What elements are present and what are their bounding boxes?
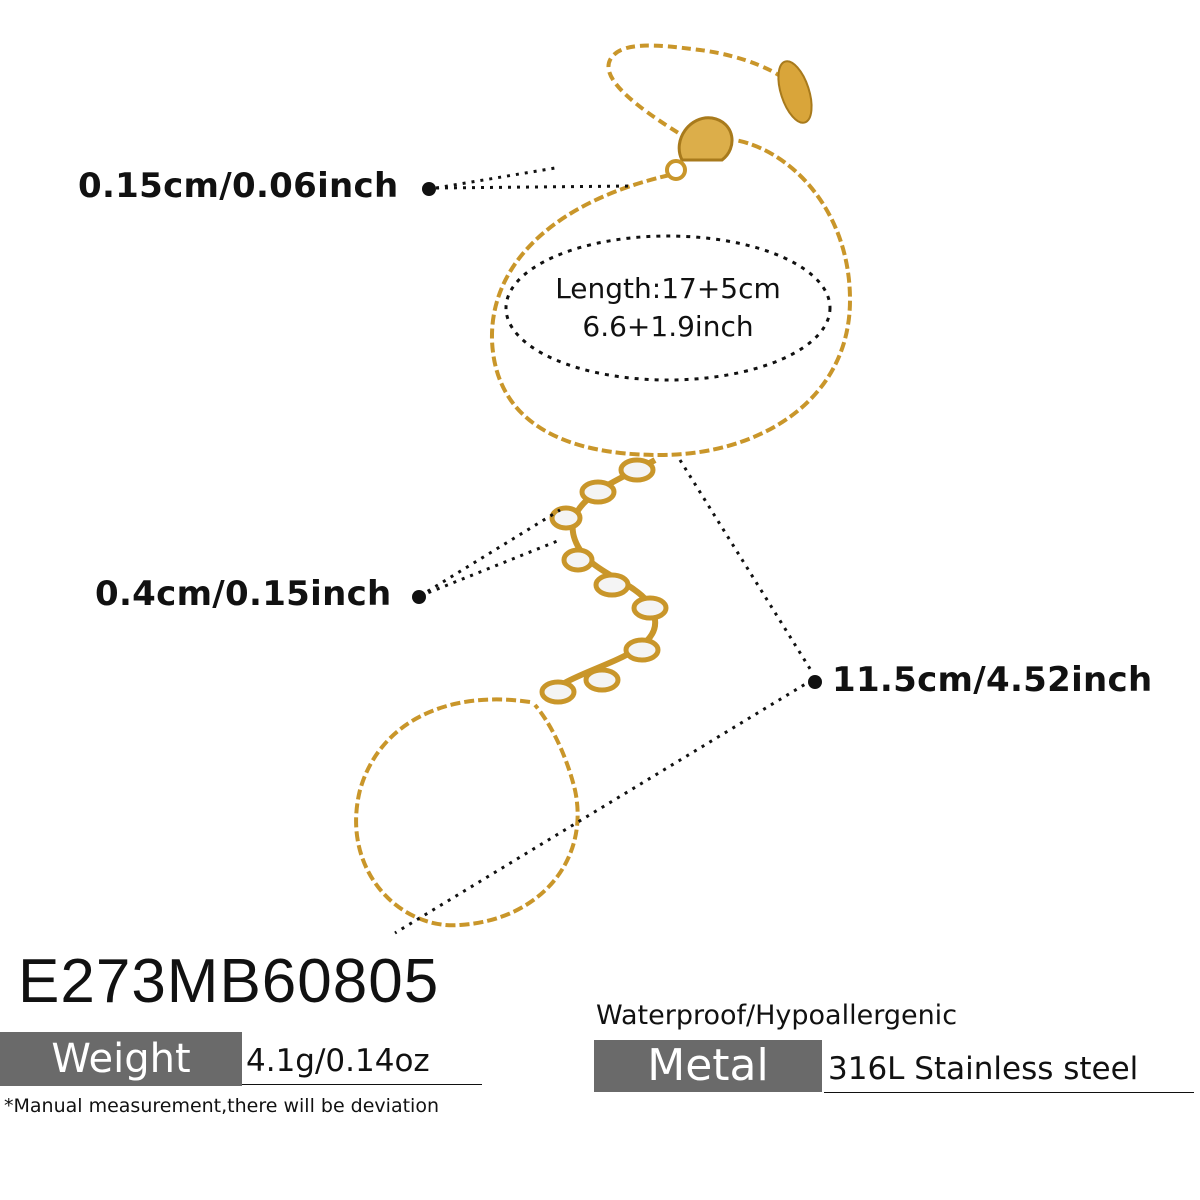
extender-chain (606, 43, 787, 142)
chain-width-label: 0.15cm/0.06inch (78, 166, 399, 206)
drop-length-label: 11.5cm/4.52inch (832, 660, 1153, 700)
chain-width-marker (422, 182, 436, 196)
leader-lines (394, 166, 814, 935)
measurement-disclaimer: *Manual measurement,there will be deviat… (4, 1095, 439, 1117)
finger-ring-chain (354, 697, 580, 928)
length-oval (504, 234, 832, 382)
stone-width-marker (412, 590, 426, 604)
bracelet-chain (489, 138, 853, 458)
weight-value: 4.1g/0.14oz (242, 1038, 482, 1085)
stones (539, 457, 669, 705)
chain-tag (777, 60, 813, 124)
features-label: Waterproof/Hypoallergenic (596, 1000, 958, 1031)
length-line-2: 6.6+1.9inch (582, 310, 754, 343)
length-line-1: Length:17+5cm (555, 272, 781, 305)
product-sku: E273MB60805 (18, 947, 440, 1016)
stone-width-label: 0.4cm/0.15inch (95, 574, 392, 614)
metal-value: 316L Stainless steel (824, 1046, 1194, 1093)
metal-tag: Metal (594, 1040, 822, 1092)
drop-length-marker (808, 675, 822, 689)
weight-tag: Weight (0, 1032, 242, 1086)
length-label: Length:17+5cm 6.6+1.9inch (508, 270, 828, 346)
lobster-clasp (665, 116, 734, 181)
